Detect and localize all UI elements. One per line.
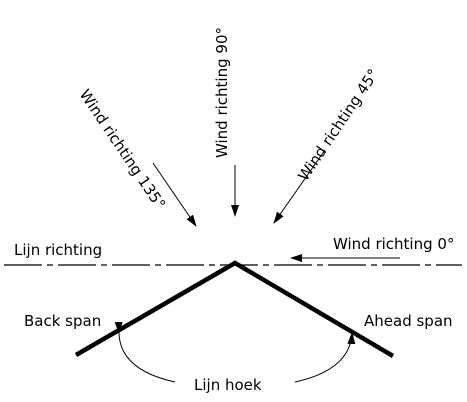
line-angle-arc-right — [294, 332, 356, 383]
wind-90-label: Wind richting 90° — [213, 27, 231, 158]
line-direction-label: Lijn richting — [14, 241, 102, 259]
wind-arrow-45 — [273, 149, 326, 224]
line-angle-arc-left — [114, 321, 176, 383]
wind-135-label: Wind richting 135° — [76, 86, 170, 213]
span-lines — [74, 260, 395, 358]
wind-0-label: Wind richting 0° — [333, 235, 454, 253]
wind-45-label: Wind richting 45° — [294, 66, 382, 185]
wind-arrow-135 — [152, 162, 197, 227]
line-angle-label: Lijn hoek — [194, 376, 262, 394]
back-span-label: Back span — [24, 312, 101, 330]
ahead-span-label: Ahead span — [364, 312, 453, 330]
